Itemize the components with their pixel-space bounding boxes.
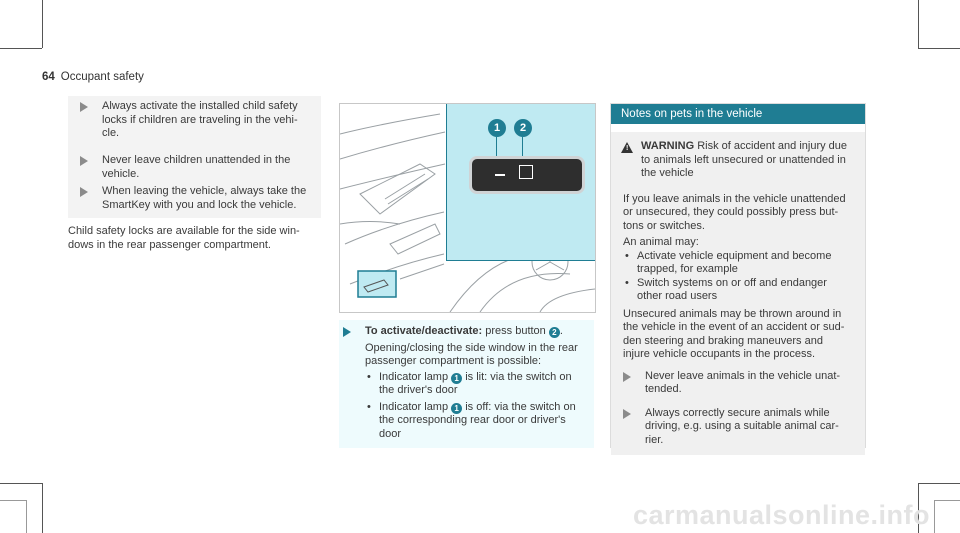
text-line: driving, e.g. using a suitable animal ca… bbox=[645, 420, 839, 432]
text-line: locks if children are traveling in the v… bbox=[102, 113, 298, 126]
callout-1: 1 bbox=[488, 119, 506, 137]
text-line: If you leave animals in the vehicle unat… bbox=[623, 192, 846, 205]
text-line: to animals left unsecured or unattended … bbox=[641, 153, 846, 166]
text-line: is off: via the switch on bbox=[465, 400, 576, 413]
pet-step: Always correctly secure animals while dr… bbox=[623, 407, 857, 456]
callout-2: 2 bbox=[514, 119, 532, 137]
list-item: Indicator lamp 1 is off: via the switch … bbox=[365, 401, 578, 442]
text-line: rier. bbox=[645, 433, 664, 446]
text-line: Never leave children unattended in the bbox=[102, 154, 291, 166]
crop-mark bbox=[0, 500, 26, 501]
text-line: Always correctly secure animals while bbox=[645, 406, 830, 419]
door-drawing bbox=[340, 113, 595, 312]
text-line: Always activate the installed child safe… bbox=[102, 100, 298, 112]
door-panel-illustration: 1 2 bbox=[339, 103, 596, 313]
list-item: Activate vehicle equipment and become tr… bbox=[623, 250, 857, 277]
ref-1: 1 bbox=[451, 372, 463, 384]
child-lock-paragraph: Child safety locks are available for the… bbox=[68, 225, 300, 252]
text-line: den steering and braking maneuvers and bbox=[623, 334, 823, 347]
arrow-icon bbox=[343, 327, 351, 337]
ref-2: 2 bbox=[548, 327, 560, 338]
text-line: other road users bbox=[637, 290, 718, 302]
arrow-icon bbox=[80, 156, 88, 166]
item-pre: Indicator lamp bbox=[379, 400, 449, 413]
page-header: 64 Occupant safety bbox=[42, 71, 144, 85]
may-label: An animal may: bbox=[623, 236, 699, 248]
text-line: SmartKey with you and lock the vehicle. bbox=[102, 198, 297, 211]
pet-step: Never leave animals in the vehicle unat-… bbox=[623, 370, 857, 397]
crop-mark bbox=[934, 500, 935, 533]
callout-line bbox=[522, 137, 523, 167]
switch-panel bbox=[469, 156, 585, 194]
arrow-icon bbox=[80, 187, 88, 197]
text-line: injure vehicle occupants in the process. bbox=[623, 348, 815, 360]
text-line: Unsecured animals may be thrown around i… bbox=[623, 307, 842, 320]
arrow-icon bbox=[80, 102, 88, 112]
callout-line bbox=[496, 137, 497, 167]
warning-label: WARNING bbox=[641, 140, 695, 152]
crop-mark bbox=[918, 48, 960, 49]
step-item: Never leave children unattended in the v… bbox=[80, 154, 290, 181]
list-item: Switch systems on or off and endanger ot… bbox=[623, 277, 857, 304]
pets-panel: Notes on pets in the vehicle ! WARNING R… bbox=[610, 103, 866, 455]
step-item: Always activate the installed child safe… bbox=[80, 100, 298, 141]
text-line: dows in the rear passenger compartment. bbox=[68, 238, 271, 251]
ref-1: 1 bbox=[451, 402, 463, 414]
warning-box: ! WARNING Risk of accident and injury du… bbox=[611, 132, 865, 187]
text-line: the vehicle in the event of an accident … bbox=[623, 321, 845, 333]
text-line: or unsecured, they could possibly press … bbox=[623, 206, 839, 218]
text-line: Switch systems on or off and endanger bbox=[637, 276, 827, 289]
safety-steps-block bbox=[68, 96, 321, 218]
may-list: Activate vehicle equipment and become tr… bbox=[623, 250, 857, 304]
crop-mark bbox=[918, 483, 960, 484]
activate-line: To activate/deactivate: press button 2. bbox=[365, 325, 563, 338]
text-line: Never leave animals in the vehicle unat- bbox=[645, 369, 841, 382]
watermark: carmanualsonline.info bbox=[632, 500, 930, 530]
panel-title: Notes on pets in the vehicle bbox=[611, 104, 865, 124]
warning-icon: ! bbox=[621, 142, 633, 153]
crop-mark bbox=[26, 500, 27, 533]
activate-text: press button bbox=[485, 325, 546, 337]
crop-mark bbox=[42, 483, 43, 533]
indicator-list: Indicator lamp 1 is lit: via the switch … bbox=[365, 371, 578, 442]
text-line: tended. bbox=[645, 383, 682, 395]
text-line: Activate vehicle equipment and become bbox=[637, 249, 832, 262]
list-item: Indicator lamp 1 is lit: via the switch … bbox=[365, 371, 578, 398]
text-line: the driver's door bbox=[379, 384, 458, 396]
text-line: Child safety locks are available for the… bbox=[68, 225, 300, 237]
activate-label: To activate/deactivate: bbox=[365, 325, 483, 337]
crop-mark bbox=[918, 483, 919, 533]
crop-mark bbox=[42, 0, 43, 48]
text-line: door bbox=[379, 427, 402, 440]
arrow-icon bbox=[623, 371, 631, 382]
section-title: Occupant safety bbox=[60, 71, 144, 83]
child-lock-button-icon bbox=[519, 165, 533, 179]
crop-mark bbox=[0, 483, 42, 484]
page-number: 64 bbox=[42, 71, 55, 83]
zoom-box: 1 2 bbox=[446, 104, 595, 261]
text-line: the vehicle bbox=[641, 167, 694, 179]
text-line: cle. bbox=[102, 127, 120, 139]
crop-mark bbox=[0, 48, 42, 49]
text-line: is lit: via the switch on bbox=[465, 370, 572, 383]
text-line: trapped, for example bbox=[637, 263, 738, 275]
activate-step: To activate/deactivate: press button 2. … bbox=[343, 325, 578, 441]
text-line: When leaving the vehicle, always take th… bbox=[102, 185, 307, 197]
text-line: Opening/closing the side window in the r… bbox=[365, 341, 578, 354]
crop-mark bbox=[918, 0, 919, 48]
item-pre: Indicator lamp bbox=[379, 370, 449, 383]
crop-mark bbox=[934, 500, 960, 501]
text-line: the corresponding rear door or driver's bbox=[379, 414, 566, 426]
text-line: Risk of accident and injury due bbox=[697, 140, 848, 152]
arrow-icon bbox=[623, 408, 631, 419]
step-item: When leaving the vehicle, always take th… bbox=[80, 185, 306, 212]
text-line: vehicle. bbox=[102, 167, 140, 180]
text-line: passenger compartment is possible: bbox=[365, 355, 542, 367]
indicator-lamp bbox=[495, 174, 505, 176]
text-line: tons or switches. bbox=[623, 219, 705, 232]
